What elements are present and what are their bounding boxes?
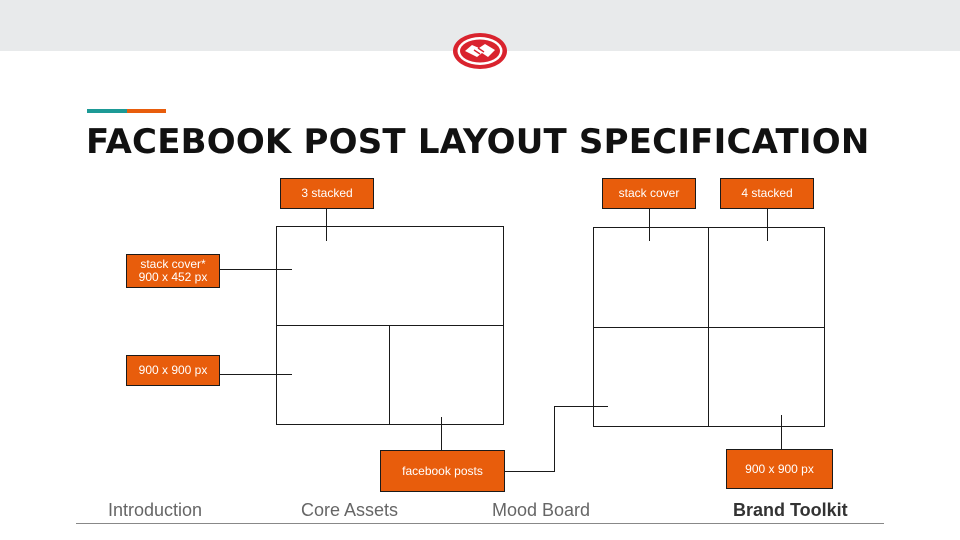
label-stack-cover-star-text: stack cover* — [140, 257, 206, 271]
right-post-frame-3 — [708, 327, 825, 427]
connector-stack-cover-size — [219, 269, 292, 270]
nav-core-assets[interactable]: Core Assets — [301, 500, 399, 520]
connector-four-stacked — [767, 208, 768, 241]
label-left-post-size: 900 x 900 px — [126, 355, 220, 386]
right-cover-frame — [593, 227, 709, 328]
handshake-icon — [453, 33, 507, 69]
connector-facebook-posts-right — [504, 471, 555, 472]
connector-right-post-size — [781, 415, 782, 450]
right-post-frame-2 — [593, 327, 709, 427]
title-accent-teal — [87, 109, 127, 113]
label-stack-cover-star: stack cover* 900 x 452 px — [126, 254, 220, 288]
connector-facebook-posts-up — [441, 417, 442, 451]
label-right-post-size: 900 x 900 px — [726, 449, 833, 489]
nav-underline — [76, 523, 884, 524]
connector-facebook-posts-vertical — [554, 406, 555, 472]
connector-facebook-posts-into-grid — [554, 406, 608, 407]
title-accent-orange — [127, 109, 166, 113]
left-post-frame-2 — [389, 325, 504, 425]
page-title: FACEBOOK POST LAYOUT SPECIFICATION — [86, 122, 870, 162]
label-four-stacked: 4 stacked — [720, 178, 814, 209]
connector-left-post-size — [219, 374, 292, 375]
left-post-frame-1 — [276, 325, 390, 425]
nav-brand-toolkit[interactable]: Brand Toolkit — [733, 500, 848, 520]
nav-mood-board[interactable]: Mood Board — [492, 500, 591, 520]
label-stack-cover-size-text: 900 x 452 px — [138, 270, 208, 284]
connector-three-stacked — [326, 208, 327, 241]
label-three-stacked: 3 stacked — [280, 178, 374, 209]
left-cover-frame — [276, 226, 504, 326]
right-post-frame-1 — [708, 227, 825, 328]
nav-introduction[interactable]: Introduction — [108, 500, 203, 520]
connector-stack-cover — [649, 208, 650, 241]
label-facebook-posts: facebook posts — [380, 450, 505, 492]
label-stack-cover: stack cover — [602, 178, 696, 209]
